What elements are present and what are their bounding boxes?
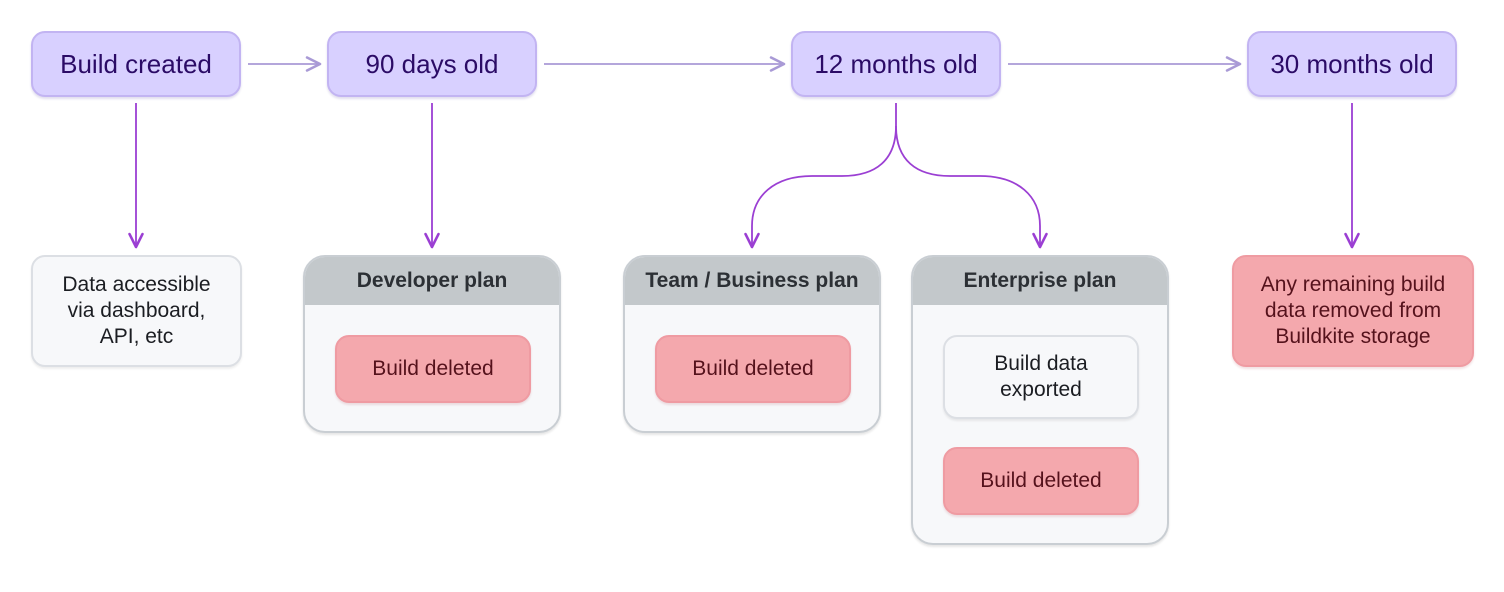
final-removal-note: Any remaining build data removed from Bu… (1232, 255, 1474, 367)
enterprise-build-deleted-text: Build deleted (980, 469, 1102, 492)
stage-90-days-label: 90 days old (365, 48, 499, 79)
stage-90-days-old: 90 days old (327, 31, 537, 97)
team-business-build-deleted: Build deleted (655, 335, 851, 403)
developer-plan-title: Developer plan (305, 257, 559, 305)
data-accessible-note: Data accessible via dashboard, API, etc (31, 255, 242, 367)
developer-build-deleted: Build deleted (335, 335, 531, 403)
enterprise-plan-card: Enterprise plan Build data exported Buil… (911, 255, 1169, 545)
developer-plan-card: Developer plan Build deleted (303, 255, 561, 433)
branch-arrow-team-business (744, 103, 897, 249)
stage-build-created-label: Build created (60, 48, 212, 79)
final-removal-text: Any remaining build data removed from Bu… (1260, 273, 1446, 348)
developer-build-deleted-text: Build deleted (372, 357, 494, 380)
enterprise-plan-title: Enterprise plan (913, 257, 1167, 305)
enterprise-export-text: Build data exported (994, 352, 1088, 401)
data-accessible-text: Data accessible via dashboard, API, etc (62, 273, 211, 348)
enterprise-build-deleted: Build deleted (943, 447, 1139, 515)
branch-arrow-enterprise (895, 125, 1048, 249)
stage-12-months-label: 12 months old (814, 48, 978, 79)
team-business-build-deleted-text: Build deleted (692, 357, 814, 380)
team-business-plan-card: Team / Business plan Build deleted (623, 255, 881, 433)
enterprise-build-data-exported: Build data exported (943, 335, 1139, 419)
stage-12-months-old: 12 months old (791, 31, 1001, 97)
stage-build-created: Build created (31, 31, 241, 97)
stage-30-months-old: 30 months old (1247, 31, 1457, 97)
stage-30-months-label: 30 months old (1270, 48, 1434, 79)
team-business-plan-title: Team / Business plan (625, 257, 879, 305)
